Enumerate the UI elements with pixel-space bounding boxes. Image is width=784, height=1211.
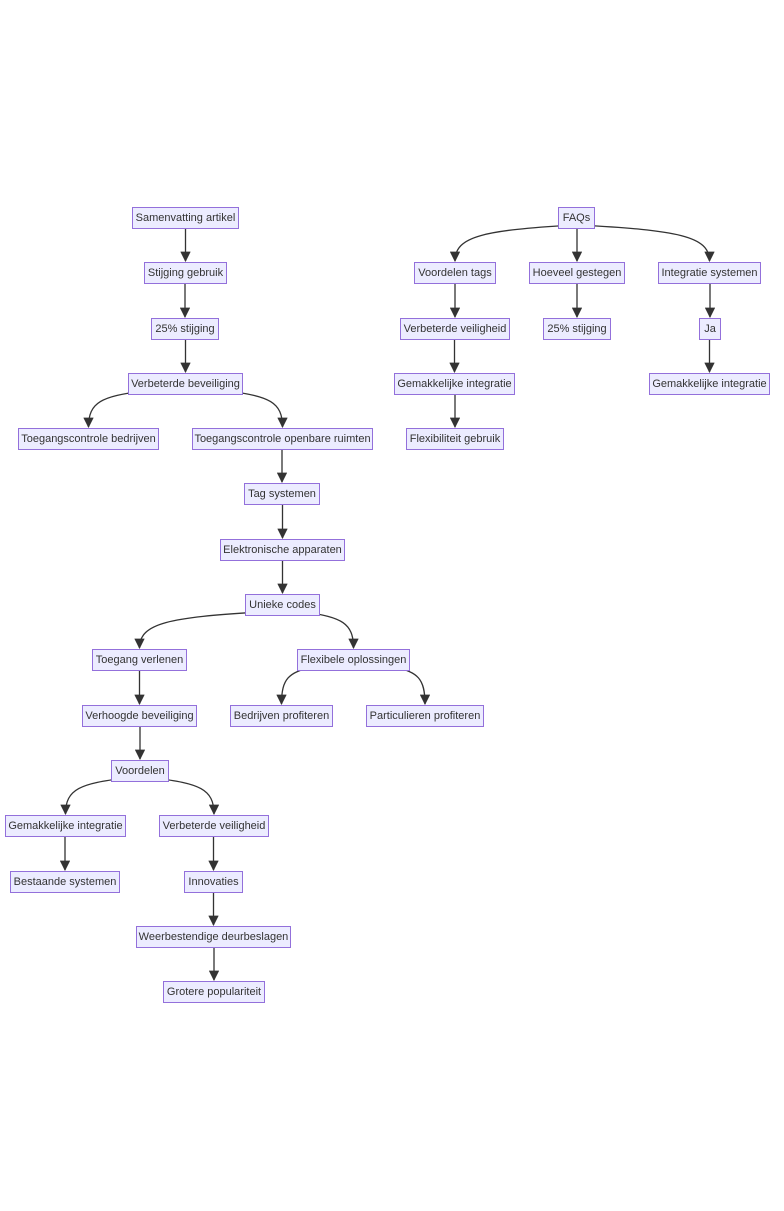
flow-node: Verbeterde beveiliging bbox=[128, 373, 243, 395]
edge-arrow bbox=[304, 611, 359, 650]
flow-node: Verbeterde veiligheid bbox=[400, 318, 510, 340]
flow-node: 25% stijging bbox=[151, 318, 219, 340]
flow-node: Flexibiliteit gebruik bbox=[406, 428, 504, 450]
flow-node: Elektronische apparaten bbox=[220, 539, 345, 561]
edge-arrow bbox=[276, 666, 313, 706]
flow-node: Flexibele oplossingen bbox=[297, 649, 410, 671]
flow-node: Stijging gebruik bbox=[144, 262, 227, 284]
edge-arrow bbox=[394, 666, 431, 706]
flow-node: FAQs bbox=[558, 207, 595, 229]
flow-node: Gemakkelijke integratie bbox=[394, 373, 515, 395]
flow-node: Toegangscontrole bedrijven bbox=[18, 428, 159, 450]
flow-node: Verhoogde beveiliging bbox=[82, 705, 197, 727]
flow-node: Bedrijven profiteren bbox=[230, 705, 333, 727]
flow-node: Samenvatting artikel bbox=[132, 207, 239, 229]
flow-node: Integratie systemen bbox=[658, 262, 761, 284]
flow-node: Toegangscontrole openbare ruimten bbox=[192, 428, 373, 450]
edge-arrow bbox=[83, 390, 144, 429]
flow-node: Voordelen bbox=[111, 760, 169, 782]
flow-node: Tag systemen bbox=[244, 483, 320, 505]
flow-node: Innovaties bbox=[184, 871, 243, 893]
edge-arrow bbox=[449, 224, 574, 263]
flow-node: Hoeveel gestegen bbox=[529, 262, 625, 284]
edge-arrow bbox=[153, 777, 220, 816]
flow-node: Gemakkelijke integratie bbox=[5, 815, 126, 837]
edge-arrow bbox=[227, 390, 288, 429]
flow-node: Ja bbox=[699, 318, 721, 340]
edge-arrow bbox=[579, 224, 715, 263]
flow-node: Gemakkelijke integratie bbox=[649, 373, 770, 395]
flow-node: 25% stijging bbox=[543, 318, 611, 340]
flow-node: Verbeterde veiligheid bbox=[159, 815, 269, 837]
edge-arrow bbox=[134, 611, 261, 650]
flow-node: Voordelen tags bbox=[414, 262, 496, 284]
edge-arrow bbox=[60, 777, 127, 816]
flow-node: Weerbestendige deurbeslagen bbox=[136, 926, 291, 948]
flow-node: Particulieren profiteren bbox=[366, 705, 484, 727]
flow-node: Toegang verlenen bbox=[92, 649, 187, 671]
flow-node: Unieke codes bbox=[245, 594, 320, 616]
flow-node: Grotere populariteit bbox=[163, 981, 265, 1003]
flow-node: Bestaande systemen bbox=[10, 871, 120, 893]
